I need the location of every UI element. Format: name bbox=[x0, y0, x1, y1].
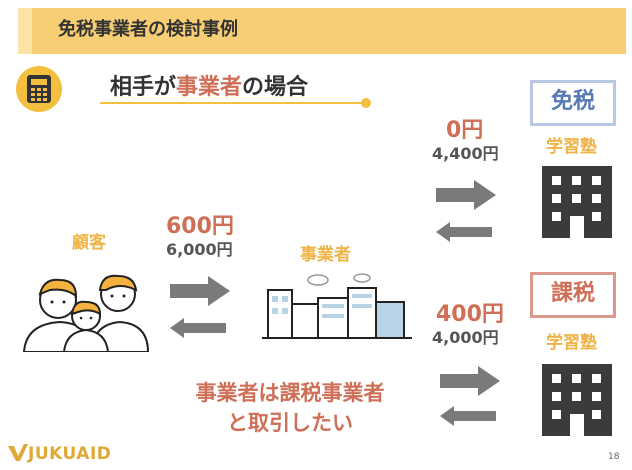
business-label: 事業者 bbox=[300, 245, 351, 265]
page-number: 18 bbox=[608, 452, 620, 462]
exempt-badge: 免税 bbox=[530, 80, 616, 126]
taxed-arrow-left-icon bbox=[440, 406, 496, 426]
jukuaid-logo-text: JUKUAID bbox=[28, 444, 112, 464]
taxed-badge: 課税 bbox=[530, 272, 616, 318]
subtitle-underline-dot bbox=[361, 98, 371, 108]
subtitle-suffix: の場合 bbox=[242, 75, 309, 100]
exempt-arrow-right-icon bbox=[436, 180, 496, 210]
taxed-school-label: 学習塾 bbox=[546, 333, 597, 353]
header-accent bbox=[18, 8, 32, 54]
taxed-price-sub: 4,000円 bbox=[432, 328, 499, 347]
family-illustration bbox=[22, 274, 150, 352]
jukuaid-logo-icon bbox=[8, 444, 28, 461]
arrow-left-icon bbox=[170, 318, 226, 338]
subtitle-prefix: 相手が bbox=[110, 75, 177, 100]
bottom-message: 事業者は課税事業者 と取引したい bbox=[170, 378, 410, 438]
taxed-arrow-right-icon bbox=[440, 366, 500, 396]
header-bar bbox=[18, 8, 632, 54]
exempt-arrow-left-icon bbox=[436, 222, 492, 242]
page-title: 免税事業者の検討事例 bbox=[58, 19, 238, 40]
subtitle-highlight: 事業者 bbox=[176, 75, 243, 100]
exempt-school-label: 学習塾 bbox=[546, 137, 597, 157]
customer-price-sub: 6,000円 bbox=[166, 240, 233, 259]
city-buildings-illustration bbox=[262, 273, 412, 339]
bottom-message-line1: 事業者は課税事業者 bbox=[195, 381, 385, 405]
taxed-price-main: 400円 bbox=[436, 302, 504, 327]
calculator-icon bbox=[27, 75, 51, 103]
section-subtitle: 相手が事業者の場合 bbox=[110, 72, 308, 104]
bottom-message-line2: と取引したい bbox=[227, 411, 353, 435]
subtitle-underline bbox=[100, 102, 366, 104]
customer-label: 顧客 bbox=[72, 233, 106, 253]
customer-price-main: 600円 bbox=[166, 214, 234, 239]
exempt-price-main: 0円 bbox=[446, 118, 484, 143]
right-edge bbox=[626, 0, 632, 470]
taxed-school-building-icon bbox=[542, 364, 612, 436]
exempt-price-sub: 4,400円 bbox=[432, 144, 499, 163]
exempt-school-building-icon bbox=[542, 166, 612, 238]
arrow-right-icon bbox=[170, 276, 230, 306]
